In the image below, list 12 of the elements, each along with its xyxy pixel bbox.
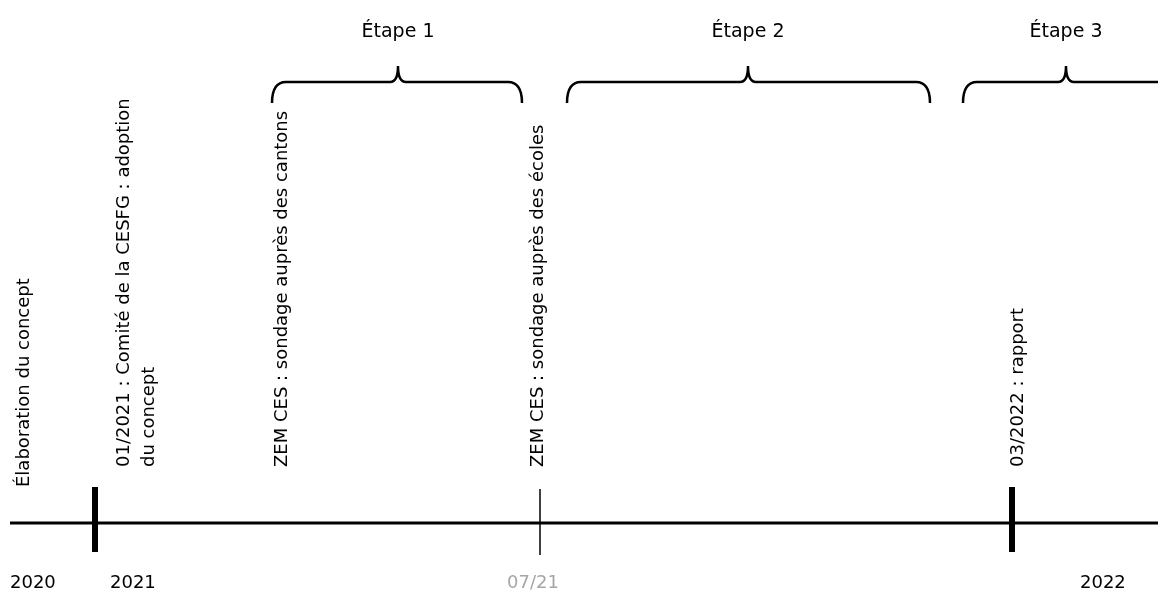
- year-label: 07/21: [507, 570, 559, 593]
- step-label: Étape 1: [361, 18, 435, 43]
- event-label: 01/2021 : Comité de la CESFG : adoption du concept: [111, 97, 159, 467]
- event-label: ZEM CES : sondage auprès des cantons: [269, 109, 292, 467]
- event-label: ZEM CES : sondage auprès des écoles: [525, 123, 548, 467]
- step-label: Étape 2: [711, 18, 785, 43]
- event-label: Élaboration du concept: [11, 277, 34, 487]
- year-label: 2020: [10, 570, 56, 593]
- year-label: 2022: [1080, 570, 1126, 593]
- step-label: Étape 3: [1029, 18, 1103, 43]
- event-label: 03/2022 : rapport: [1005, 306, 1028, 467]
- year-label: 2021: [110, 570, 156, 593]
